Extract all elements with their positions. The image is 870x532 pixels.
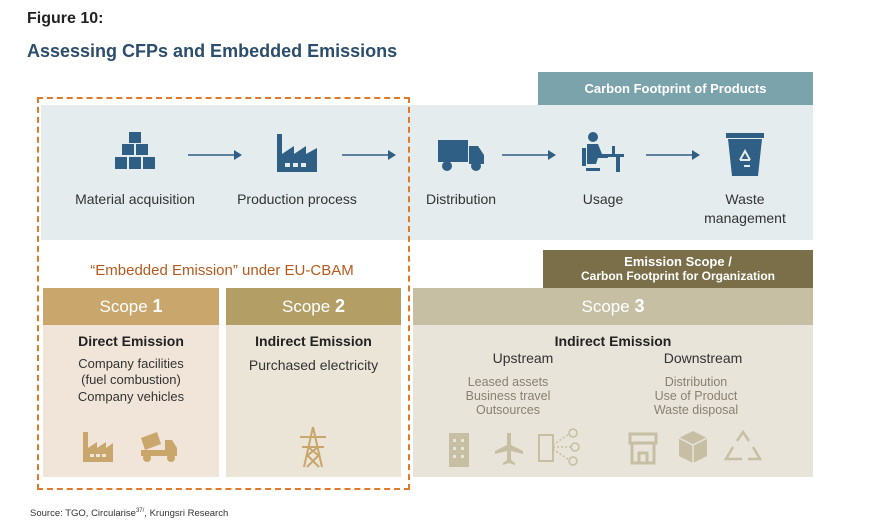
scope-word: Scope [282,297,331,316]
arrow-icon [646,150,700,160]
outsourcing-icon [538,428,580,466]
truck-icon [438,140,484,171]
scope-item: Purchased electricity [248,357,379,373]
step-label: Production process [237,191,357,207]
step-label: Material acquisition [75,191,195,207]
scope-2-header: Scope 2 [226,288,401,325]
scope-heading: Indirect Emission [554,333,672,349]
step-label: Waste management [704,191,786,226]
scope-item: Company vehicles [77,389,185,404]
store-icon [628,432,658,465]
figure-title: Assessing CFPs and Embedded Emissions [27,41,398,61]
scope-item: (fuel combustion) [81,372,181,387]
source-suffix: , Krungsri Research [144,508,229,520]
upstream-item: Outsources [476,403,540,417]
embedded-emission-label: “Embedded Emission” under EU-CBAM [90,262,354,279]
power-tower-icon [300,426,326,468]
cement-truck-icon [141,432,177,462]
scope-3-header: Scope 3 [413,288,813,325]
downstream-item: Distribution [664,375,728,389]
downstream-label: Downstream [663,350,743,366]
airplane-icon [495,433,523,465]
person-desk-icon [582,132,624,172]
source-note: Source: TGO, Circularise37/, Krungsri Re… [30,508,228,519]
factory-icon [83,432,113,462]
scope-number: 3 [634,296,645,316]
emission-scope-header: Emission Scope / Carbon Footprint for Or… [543,250,813,288]
source-prefix: Source: TGO, Circularise [30,508,136,520]
scope-word: Scope [99,297,148,316]
downstream-item: Waste disposal [653,403,739,417]
scope-2-body: Indirect Emission Purchased electricity [226,325,401,477]
recycle-bin-icon [726,133,764,176]
downstream-item: Use of Product [654,389,738,403]
scope-item: Company facilities [78,356,184,371]
scope-word: Scope [581,297,630,316]
cfp-header: Carbon Footprint of Products [538,72,813,105]
upstream-item: Leased assets [467,375,549,389]
emission-scope-line1: Emission Scope / [624,254,732,269]
figure-label: Figure 10: [27,10,104,27]
scope-1-header: Scope 1 [43,288,219,325]
arrow-icon [342,150,396,160]
arrow-icon [188,150,242,160]
recycle-icon [723,429,763,461]
embedded-emission-boundary [37,97,410,490]
scope-number: 2 [334,296,345,316]
scope-heading: Indirect Emission [255,333,372,349]
package-icon [678,431,708,463]
step-label: Usage [582,191,624,207]
scope-3-body: Indirect Emission Upstream Downstream Le… [413,325,813,477]
upstream-label: Upstream [492,350,554,366]
factory-icon [277,134,317,172]
step-label: Distribution [425,191,497,207]
scope-number: 1 [152,296,163,316]
arrow-icon [502,150,556,160]
emission-scope-line2: Carbon Footprint for Organization [581,269,775,283]
source-footnote: 37/ [135,508,145,514]
building-icon [449,433,469,467]
upstream-list: Leased assets Business travel Outsources [453,375,563,417]
scope-1-body: Direct Emission Company facilities (fuel… [43,325,219,477]
cfp-panel [41,105,813,240]
downstream-list: Distribution Use of Product Waste dispos… [641,375,751,417]
upstream-item: Business travel [465,389,551,403]
scope-heading: Direct Emission [78,333,184,349]
boxes-icon [115,132,155,169]
